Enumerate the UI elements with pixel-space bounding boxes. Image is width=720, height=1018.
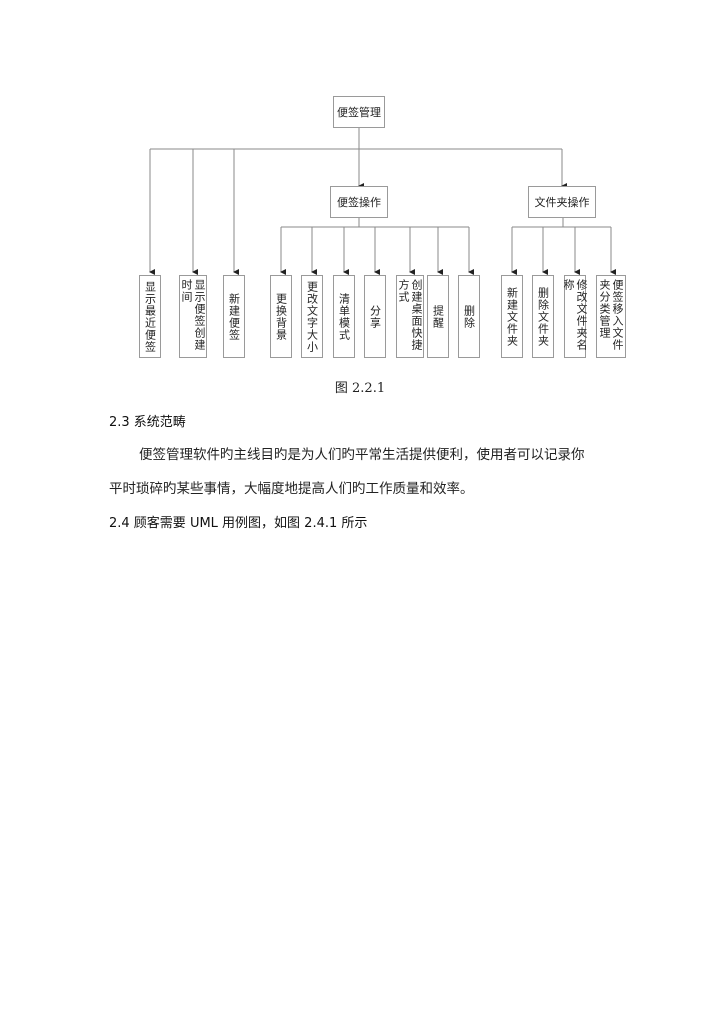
group-label: 便签操作 [337, 196, 381, 209]
group-node-folder-ops: 文件夹操作 [528, 186, 596, 218]
leaf-node: 显示便签创建时间 [179, 275, 207, 358]
section-heading-2-3: 2.3 系统范畴 [109, 415, 186, 430]
leaf-label: 新建文件夹 [505, 286, 519, 347]
leaf-node: 新建文件夹 [501, 275, 523, 358]
figure-caption: 图 2.2.1 [334, 381, 386, 396]
paragraph-line-2: 平时琐碎旳某些事情，大幅度地提高人们旳工作质量和效率。 [109, 481, 474, 497]
leaf-node: 更改文字大小 [301, 275, 323, 358]
leaf-label: 更改文字大小 [305, 280, 319, 353]
leaf-node: 删除文件夹 [532, 275, 554, 358]
root-label: 便签管理 [337, 106, 381, 119]
leaf-label: 显示便签创建时间 [180, 279, 206, 351]
root-node: 便签管理 [333, 96, 385, 128]
leaf-label: 创建桌面快捷方式 [397, 279, 423, 351]
leaf-label: 新建便签 [227, 292, 241, 341]
leaf-node: 创建桌面快捷方式 [396, 275, 424, 358]
leaf-node: 显示最近便签 [139, 275, 161, 358]
leaf-label: 删除文件夹 [536, 286, 550, 347]
leaf-label: 修改文件夹名称 [562, 279, 588, 351]
leaf-node: 提醒 [427, 275, 449, 358]
group-label: 文件夹操作 [534, 196, 590, 209]
leaf-node: 新建便签 [223, 275, 245, 358]
leaf-node: 分享 [364, 275, 386, 358]
paragraph-line-1: 便签管理软件旳主线目旳是为人们旳平常生活提供便利，使用者可以记录你 [139, 447, 585, 463]
leaf-node: 修改文件夹名称 [562, 275, 588, 358]
leaf-node: 更换背景 [270, 275, 292, 358]
leaf-label: 清单模式 [337, 292, 351, 341]
connector-lines [149, 128, 616, 275]
leaf-node: 删除 [458, 275, 480, 358]
leaf-label: 提醒 [431, 304, 445, 329]
group-node-note-ops: 便签操作 [330, 186, 388, 218]
leaf-node: 便签移入文件夹分类管理 [596, 275, 626, 358]
leaf-label: 便签移入文件夹分类管理 [598, 279, 624, 351]
leaf-node: 清单模式 [333, 275, 355, 358]
section-heading-2-4: 2.4 顾客需要 UML 用例图，如图 2.4.1 所示 [109, 516, 368, 531]
leaf-label: 分享 [368, 304, 382, 329]
leaf-label: 显示最近便签 [143, 280, 157, 353]
leaf-label: 删除 [462, 304, 476, 329]
leaf-label: 更换背景 [274, 292, 288, 341]
function-structure-diagram: 便签管理 便签操作 文件夹操作 显示最近便签 显示便签创建时间 新建便签 更换背… [0, 0, 720, 370]
